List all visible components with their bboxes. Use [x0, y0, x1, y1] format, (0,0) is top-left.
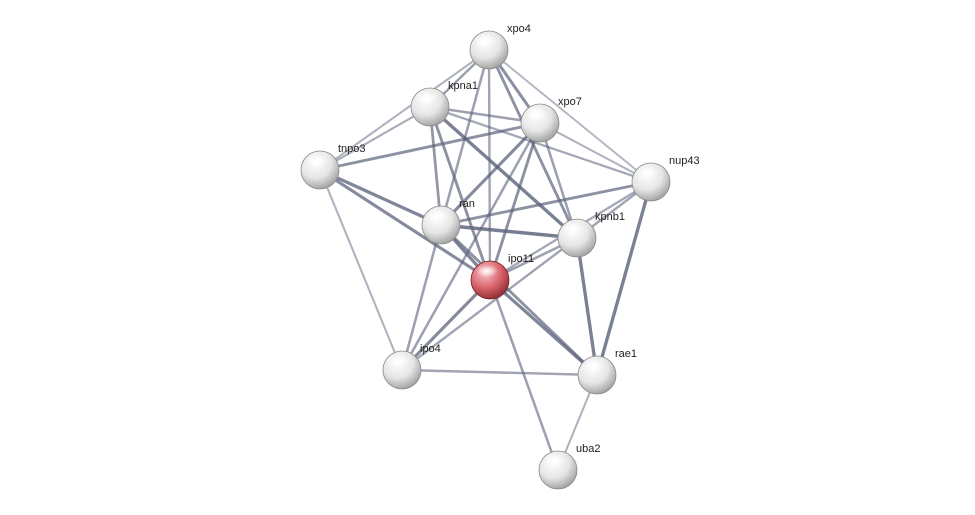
node-shine-ipo4 — [388, 355, 410, 367]
node-rae1[interactable]: rae1 — [577, 348, 637, 395]
node-shine-nup43 — [637, 167, 659, 179]
node-label-nup43: nup43 — [669, 155, 700, 167]
edge-xpo7-ran — [439, 121, 542, 227]
node-shine-rae1 — [583, 360, 605, 372]
node-nup43[interactable]: nup43 — [631, 155, 700, 202]
node-xpo4[interactable]: xpo4 — [469, 23, 531, 70]
edge-kpnb1-rae1 — [575, 236, 599, 377]
edge-xpo4-ipo11 — [487, 48, 492, 282]
edge-ipo11-rae1 — [488, 278, 599, 377]
node-tnpo3[interactable]: tnpo3 — [300, 143, 366, 190]
node-shine-uba2 — [544, 455, 566, 467]
node-shine-ran — [427, 210, 449, 222]
edge-xpo4-tnpo3 — [318, 48, 491, 172]
node-ipo4[interactable]: ipo4 — [382, 343, 441, 390]
node-label-ipo4: ipo4 — [420, 343, 441, 355]
nodes-layer: xpo4 kpna1 xpo7 tnpo3 nup43 ran kpnb1 ipo11 ipo4… — [300, 23, 700, 490]
node-label-ran: ran — [459, 198, 475, 210]
edge-xpo4-nup43 — [488, 49, 652, 183]
edge-tnpo3-ran — [318, 168, 443, 227]
node-xpo7[interactable]: xpo7 — [520, 96, 582, 143]
node-kpnb1[interactable]: kpnb1 — [557, 211, 625, 258]
edge-kpna1-ipo11 — [428, 105, 492, 282]
edge-xpo7-ipo4 — [400, 121, 542, 372]
edge-ran-ipo4 — [400, 223, 443, 372]
node-shine-xpo4 — [475, 35, 497, 47]
node-ran[interactable]: ran — [421, 198, 475, 245]
node-label-kpnb1: kpnb1 — [595, 211, 625, 223]
node-uba2[interactable]: uba2 — [538, 443, 600, 490]
edge-tnpo3-ipo4 — [318, 168, 404, 372]
node-label-xpo4: xpo4 — [507, 23, 531, 35]
edge-nup43-ran — [439, 180, 653, 227]
edge-xpo7-nup43 — [538, 121, 653, 184]
node-label-tnpo3: tnpo3 — [338, 143, 366, 155]
node-label-uba2: uba2 — [576, 443, 600, 455]
node-label-rae1: rae1 — [615, 348, 637, 360]
edge-ipo11-ipo4 — [400, 278, 492, 372]
node-label-ipo11: ipo11 — [508, 253, 534, 265]
edge-kpna1-ran — [428, 105, 443, 227]
node-ipo11[interactable]: ipo11 — [470, 253, 534, 300]
node-shine-xpo7 — [526, 108, 548, 120]
node-shine-kpna1 — [416, 92, 438, 104]
node-label-xpo7: xpo7 — [558, 96, 582, 108]
edge-nup43-rae1 — [595, 180, 653, 377]
edge-kpna1-tnpo3 — [318, 105, 432, 172]
edge-xpo7-ipo11 — [488, 121, 542, 282]
edge-xpo7-kpnb1 — [538, 121, 579, 240]
edges-layer — [318, 48, 653, 472]
node-kpna1[interactable]: kpna1 — [410, 80, 478, 127]
edge-xpo7-tnpo3 — [318, 121, 542, 172]
edge-kpna1-kpnb1 — [428, 105, 579, 240]
edge-kpnb1-ipo4 — [400, 236, 579, 372]
edge-tnpo3-ipo11 — [318, 168, 492, 282]
edge-kpna1-nup43 — [428, 105, 653, 184]
edge-ran-kpnb1 — [439, 223, 579, 240]
node-shine-tnpo3 — [306, 155, 328, 167]
edge-ipo4-rae1 — [400, 368, 599, 377]
node-shine-ipo11 — [476, 265, 498, 277]
node-shine-kpnb1 — [563, 223, 585, 235]
edge-ipo11-uba2 — [488, 278, 560, 472]
node-label-kpna1: kpna1 — [448, 80, 478, 92]
